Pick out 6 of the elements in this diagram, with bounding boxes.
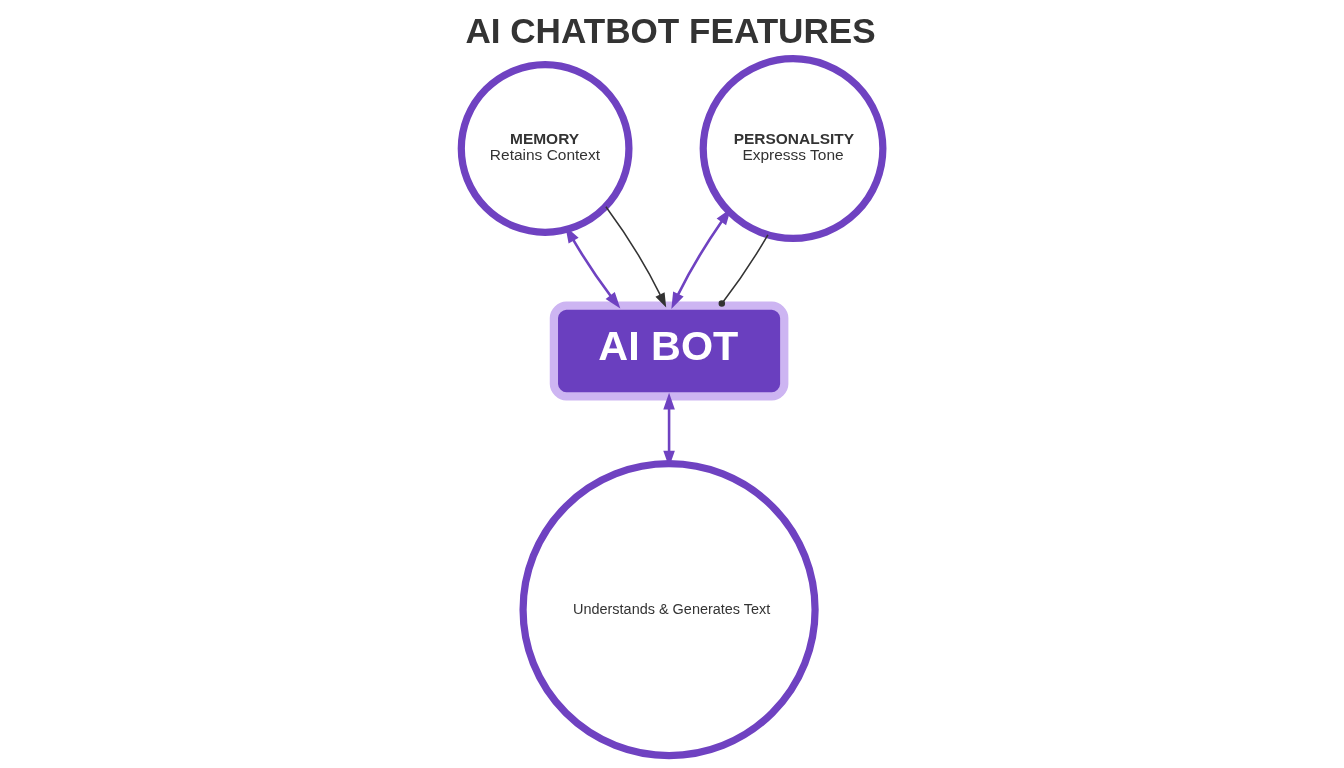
node-circle: PERSONALSITY Expresss Tone <box>699 55 887 242</box>
connector <box>718 234 769 307</box>
node-circle: Understands & Generates Text <box>519 460 819 760</box>
arrow <box>605 205 667 308</box>
diagram-title: AI CHATBOT FEATURES <box>465 11 876 51</box>
node-circle: MEMORY Retains Context <box>457 61 633 236</box>
